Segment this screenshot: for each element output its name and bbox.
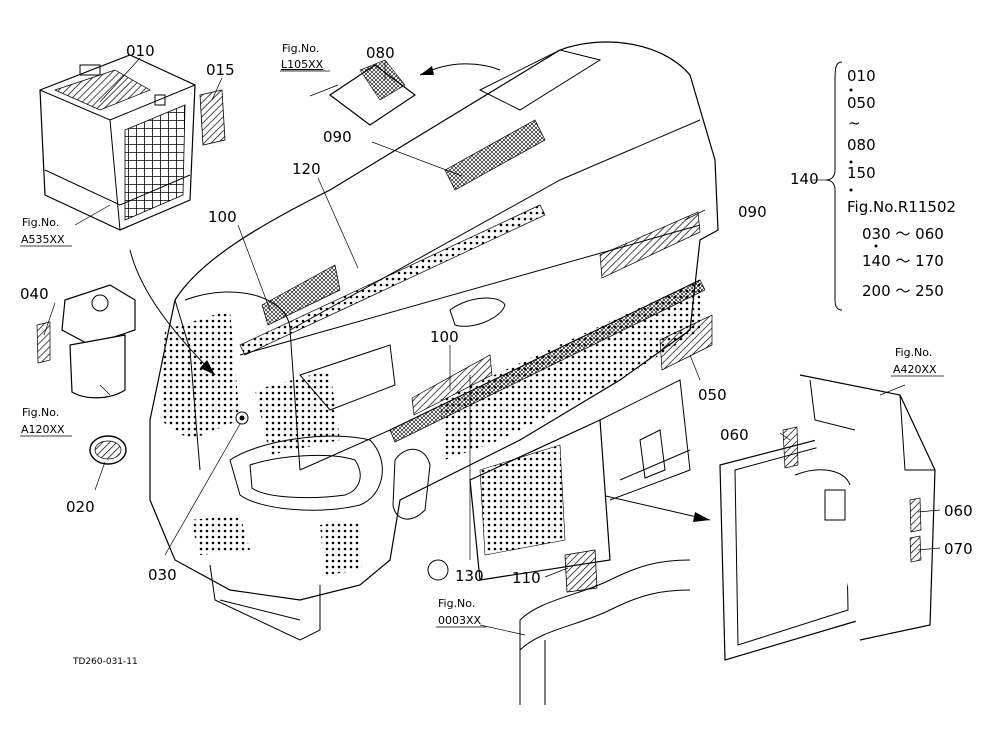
fig-ref-a120: Fig.No. A120XX xyxy=(20,406,72,437)
hood-assembly xyxy=(149,41,719,641)
callout-040: 040 xyxy=(20,285,49,303)
callout-100-side: 100 xyxy=(430,328,459,346)
leader-lines xyxy=(43,57,941,636)
callout-020: 020 xyxy=(66,498,95,516)
fig-ref-a420: Fig.No. A420XX xyxy=(891,346,944,377)
callout-140: 140 xyxy=(790,170,819,188)
drawing-code: TD260-031-11 xyxy=(72,657,138,667)
plug-030 xyxy=(235,411,249,425)
svg-text:Fig.No.: Fig.No. xyxy=(22,216,59,229)
legend-line-5: 150 xyxy=(847,164,876,182)
callout-120: 120 xyxy=(292,160,321,178)
svg-text:A420XX: A420XX xyxy=(893,363,937,376)
decal-090-side xyxy=(599,211,701,279)
svg-text:Fig.No.: Fig.No. xyxy=(895,346,932,359)
fig-ref-0003: Fig.No. 0003XX xyxy=(436,597,486,628)
callout-110: 110 xyxy=(512,569,541,587)
legend-line-4: 080 xyxy=(847,136,876,154)
svg-text:Fig.No.: Fig.No. xyxy=(282,42,319,55)
battery xyxy=(39,54,196,231)
decal-090-top xyxy=(444,119,546,191)
svg-text:Fig.No.: Fig.No. xyxy=(438,597,475,610)
decal-015 xyxy=(199,89,226,146)
callout-100-top: 100 xyxy=(208,208,237,226)
callout-070: 070 xyxy=(944,540,973,558)
radiator xyxy=(719,374,936,661)
decal-100-top xyxy=(261,264,341,326)
decal-080 xyxy=(328,59,417,126)
fig-ref-l105: Fig.No. L105XX xyxy=(280,42,330,72)
decal-110 xyxy=(564,549,598,593)
engine-lower xyxy=(469,379,691,581)
legend-line-1: 010 xyxy=(847,67,876,85)
callout-060-right: 060 xyxy=(944,502,973,520)
decal-050 xyxy=(659,314,713,371)
callout-130: 130 xyxy=(455,567,484,585)
callout-060-left: 060 xyxy=(720,426,749,444)
legend-line-3: ~ xyxy=(848,114,861,132)
legend-line-9: 200 ～ 250 xyxy=(862,282,944,300)
legend-line-6: Fig.No.R11502 xyxy=(847,198,956,216)
fig-ref-a535: Fig.No. A535XX xyxy=(20,216,72,247)
callout-090-side: 090 xyxy=(738,203,767,221)
arrow-battery xyxy=(129,249,216,376)
svg-text:Fig.No.: Fig.No. xyxy=(22,406,59,419)
decal-100-side xyxy=(411,354,493,416)
callout-030: 030 xyxy=(148,566,177,584)
arrow-top-decal xyxy=(419,63,501,76)
legend-line-2: 050 xyxy=(847,94,876,112)
legend-bracket: 010 050 ~ 080 150 Fig.No.R11502 030 ～ 06… xyxy=(812,61,956,311)
svg-text:A535XX: A535XX xyxy=(21,233,65,246)
decal-strip-side xyxy=(389,279,706,443)
callout-050: 050 xyxy=(698,386,727,404)
callout-090-top: 090 xyxy=(323,128,352,146)
decal-120-strip xyxy=(239,204,546,356)
callout-010: 010 xyxy=(126,42,155,60)
svg-text:0003XX: 0003XX xyxy=(438,614,482,627)
o-ring-020 xyxy=(89,435,127,465)
fuel-filter xyxy=(36,284,136,399)
svg-text:L105XX: L105XX xyxy=(281,58,324,71)
callout-015: 015 xyxy=(206,61,235,79)
callout-080: 080 xyxy=(366,44,395,62)
svg-text:A120XX: A120XX xyxy=(21,423,65,436)
legend-line-8: 140 ～ 170 xyxy=(862,252,944,270)
frame-0003 xyxy=(519,559,691,705)
legend-line-7: 030 ～ 060 xyxy=(862,225,944,243)
callout-labels: 010 015 080 090 120 100 090 100 050 060 … xyxy=(20,42,973,587)
